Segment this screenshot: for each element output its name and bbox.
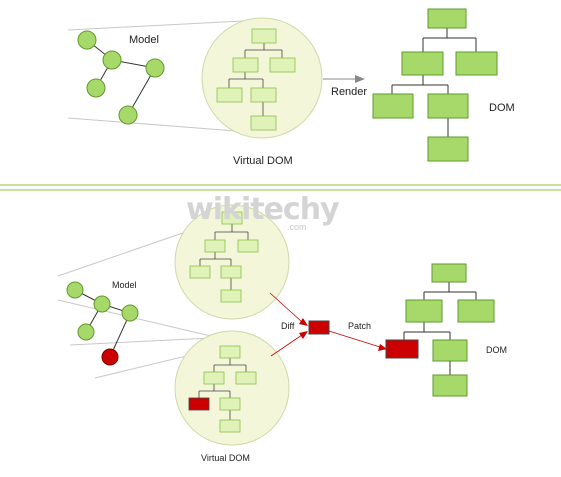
patch-arrowhead bbox=[378, 344, 387, 351]
vdom-node bbox=[250, 115, 277, 131]
vdom-node bbox=[204, 239, 226, 253]
dom-node bbox=[457, 299, 495, 323]
virtual-dom-circle bbox=[201, 17, 323, 139]
model-node-changed bbox=[101, 348, 119, 366]
dom-tree bbox=[372, 8, 498, 162]
virtual-dom-label-bottom: Virtual DOM bbox=[201, 453, 250, 463]
patch-label: Patch bbox=[348, 321, 372, 331]
dom-node bbox=[432, 374, 468, 397]
virtual-dom-old-circle bbox=[174, 204, 290, 320]
diff-arrow-new bbox=[270, 334, 303, 357]
dom-node-changed bbox=[385, 339, 419, 359]
model-node bbox=[66, 281, 84, 299]
bottom-section bbox=[57, 204, 495, 446]
vdom-node bbox=[269, 57, 296, 73]
dom-node bbox=[427, 8, 467, 29]
vdom-node bbox=[219, 397, 241, 411]
dom-node bbox=[427, 93, 469, 119]
watermark-logo: wikitechy bbox=[186, 192, 340, 227]
model-graph-updated bbox=[66, 281, 139, 366]
top-section bbox=[67, 8, 498, 162]
model-node bbox=[145, 58, 165, 78]
model-label: Model bbox=[129, 34, 159, 46]
vdom-node bbox=[216, 87, 243, 103]
vdom-node bbox=[250, 87, 277, 103]
dom-tree-patched bbox=[385, 263, 495, 397]
model-node bbox=[102, 50, 122, 70]
projection-line bbox=[67, 117, 263, 134]
render-label: Render bbox=[331, 86, 368, 98]
dom-node bbox=[432, 339, 468, 362]
render-arrowhead bbox=[355, 75, 365, 83]
dom-node bbox=[455, 51, 498, 76]
dom-node bbox=[401, 51, 444, 76]
vdom-node bbox=[251, 28, 277, 44]
vdom-node bbox=[237, 239, 259, 253]
dom-node bbox=[431, 263, 467, 283]
model-node bbox=[77, 323, 95, 341]
dom-label-bottom: DOM bbox=[486, 345, 507, 355]
dom-node bbox=[372, 93, 414, 119]
diff-arrowhead bbox=[299, 318, 308, 326]
vdom-node bbox=[220, 265, 242, 279]
virtual-dom-new-circle bbox=[174, 330, 290, 446]
virtual-dom-tree bbox=[216, 28, 296, 131]
model-label-bottom: Model bbox=[112, 280, 137, 290]
virtual-dom-old-tree bbox=[189, 211, 259, 303]
patch-arrow bbox=[328, 330, 381, 348]
vdom-node bbox=[219, 345, 241, 359]
virtual-dom-new-tree bbox=[188, 345, 257, 433]
model-node bbox=[93, 295, 111, 313]
vdom-node bbox=[221, 211, 243, 225]
model-node bbox=[77, 30, 97, 50]
vdom-node bbox=[219, 419, 241, 433]
projection-line bbox=[57, 299, 233, 342]
vdom-node bbox=[235, 371, 257, 385]
vdom-node bbox=[189, 265, 211, 279]
model-node bbox=[118, 105, 138, 125]
dom-node bbox=[427, 136, 469, 162]
vdom-node bbox=[220, 289, 242, 303]
vdom-node bbox=[203, 371, 225, 385]
model-graph bbox=[77, 30, 165, 125]
dom-node bbox=[405, 299, 443, 323]
model-node bbox=[121, 304, 139, 322]
diff-arrow-old bbox=[269, 292, 303, 323]
projection-line bbox=[67, 19, 263, 31]
vdom-node bbox=[232, 57, 259, 73]
diff-patch-box bbox=[308, 320, 330, 335]
dom-label: DOM bbox=[489, 102, 515, 114]
virtual-dom-label: Virtual DOM bbox=[233, 155, 293, 167]
vdom-node-changed bbox=[188, 397, 210, 411]
diff-label: Diff bbox=[281, 321, 295, 331]
model-node bbox=[86, 78, 106, 98]
watermark-domain: .com bbox=[287, 222, 307, 232]
diff-arrowhead bbox=[299, 331, 308, 339]
